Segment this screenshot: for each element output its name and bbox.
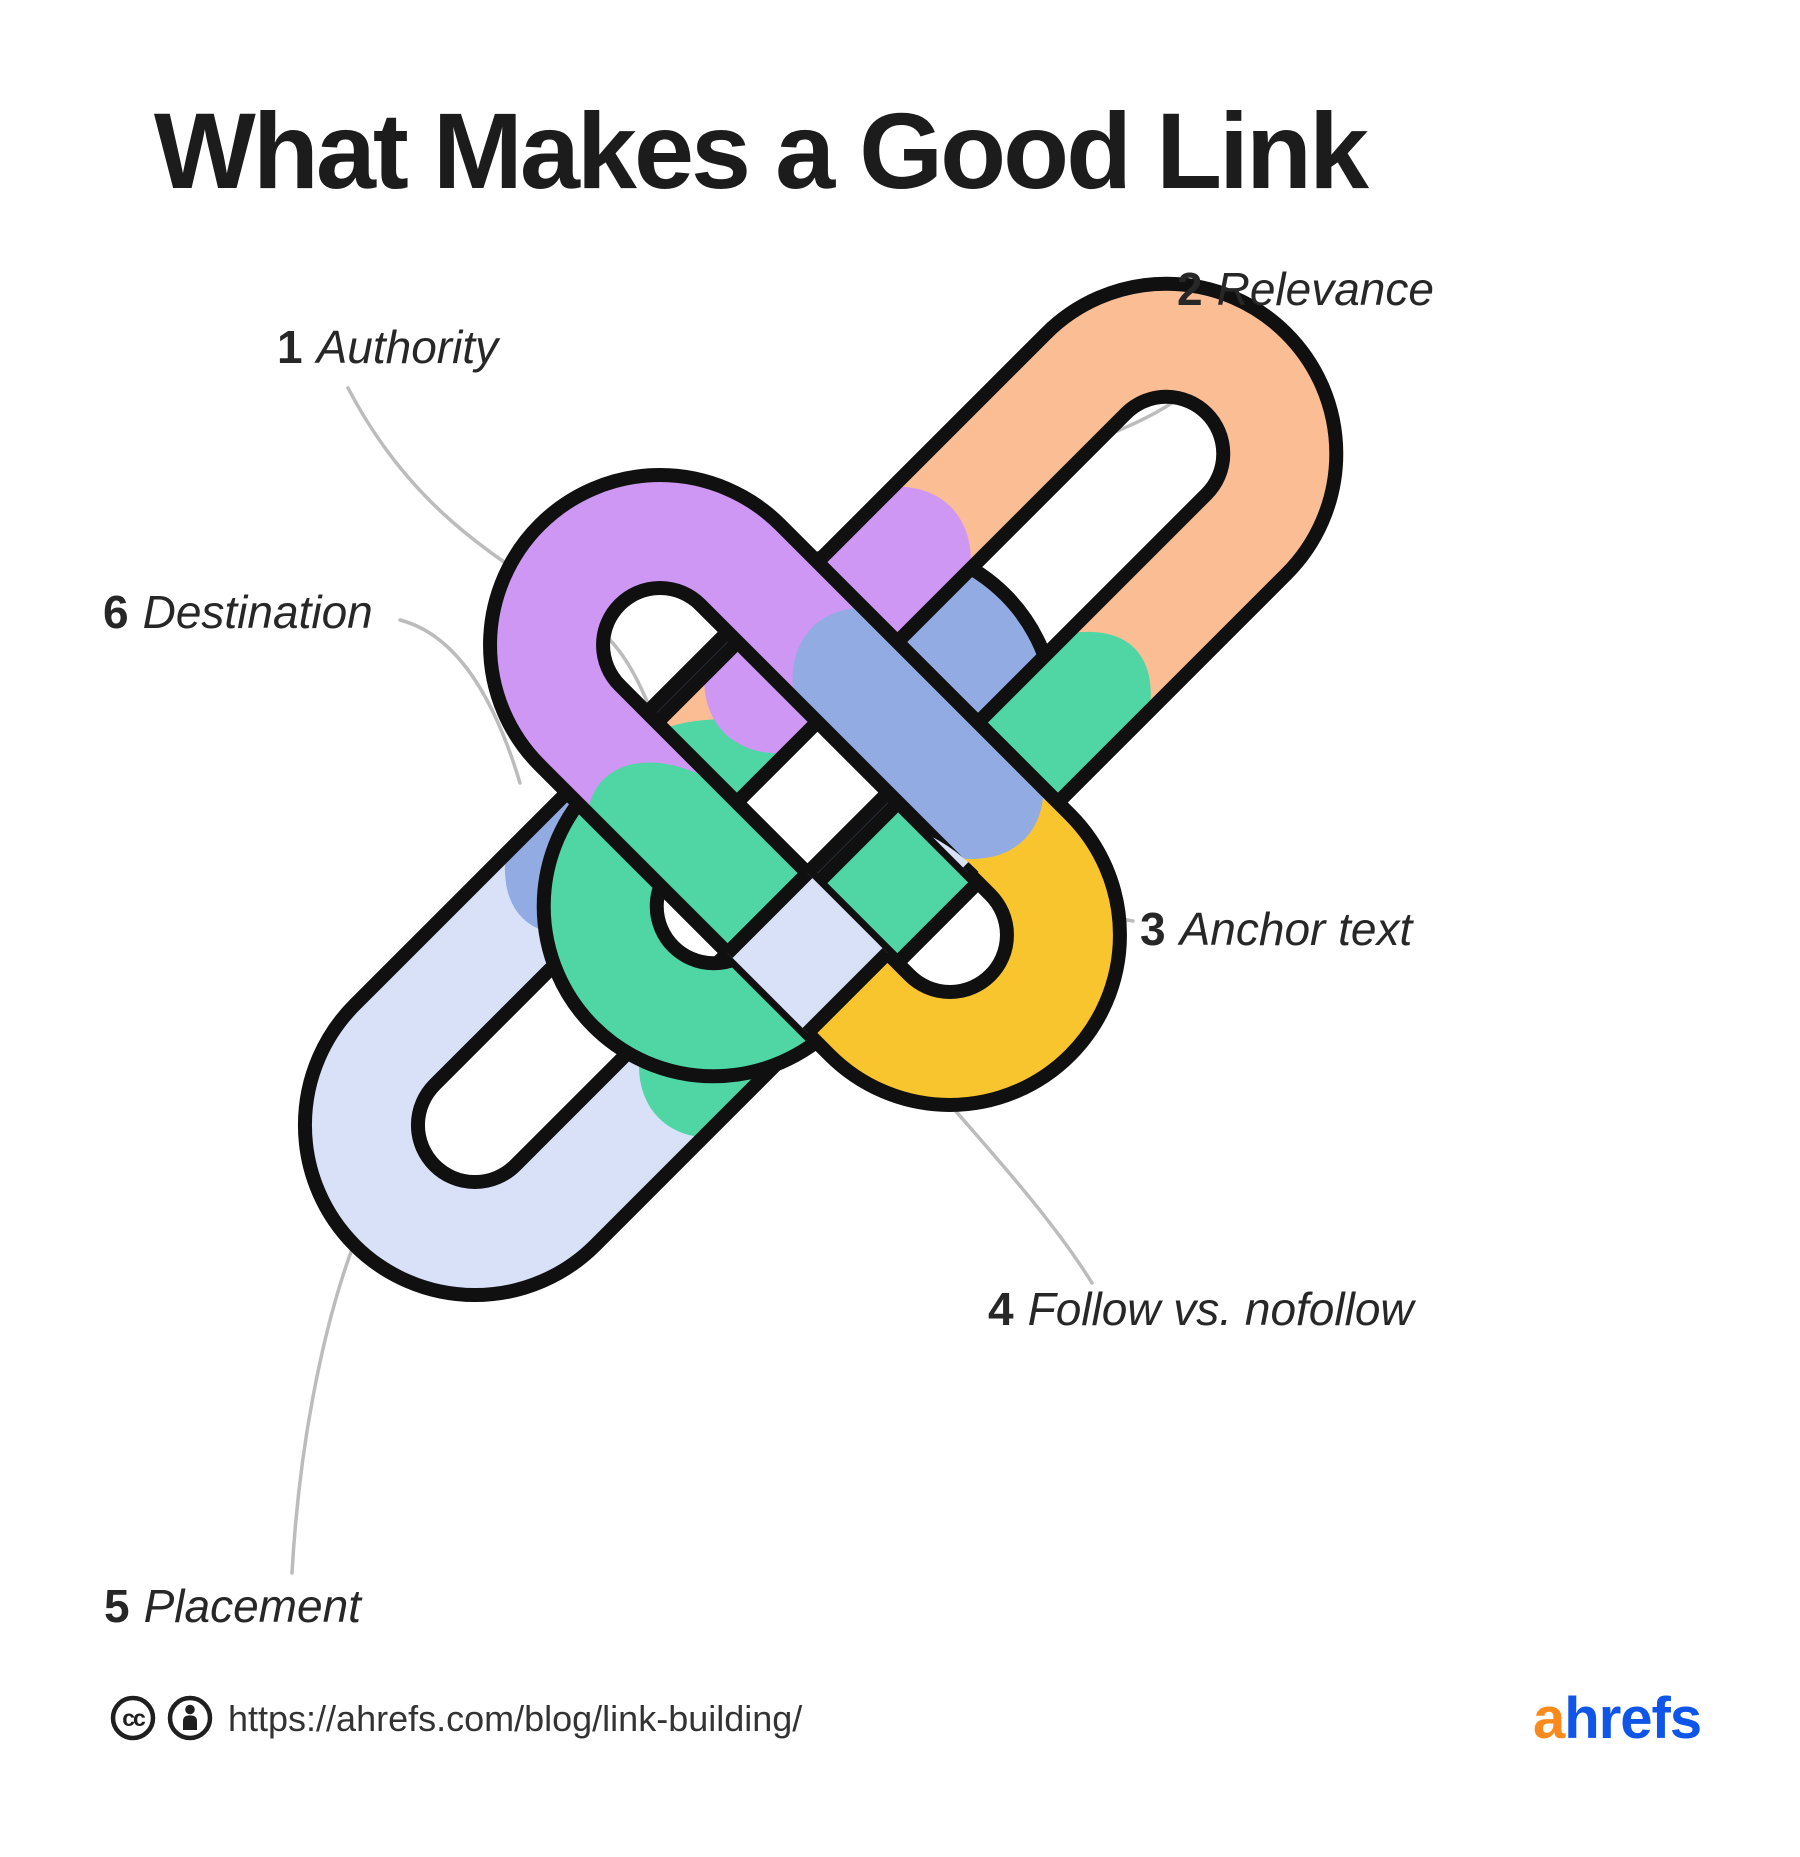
- source-url: https://ahrefs.com/blog/link-building/: [228, 1698, 802, 1739]
- ahrefs-logo-hrefs: hrefs: [1564, 1686, 1701, 1751]
- leader-line-destination: [398, 618, 522, 785]
- footer: cc https://ahrefs.com/blog/link-building…: [110, 1686, 1702, 1751]
- cc-icon: cc: [110, 1695, 156, 1741]
- ahrefs-logo-a: a: [1533, 1686, 1566, 1751]
- ahrefs-logo: ahrefs: [1533, 1686, 1701, 1751]
- svg-text:cc: cc: [122, 1705, 146, 1731]
- link-outline-authority: [483, 468, 1127, 1112]
- attribution-icon: [167, 1695, 213, 1741]
- link-outline-relevance: [536, 276, 1344, 1084]
- page-title: What Makes a Good Link: [154, 90, 1370, 211]
